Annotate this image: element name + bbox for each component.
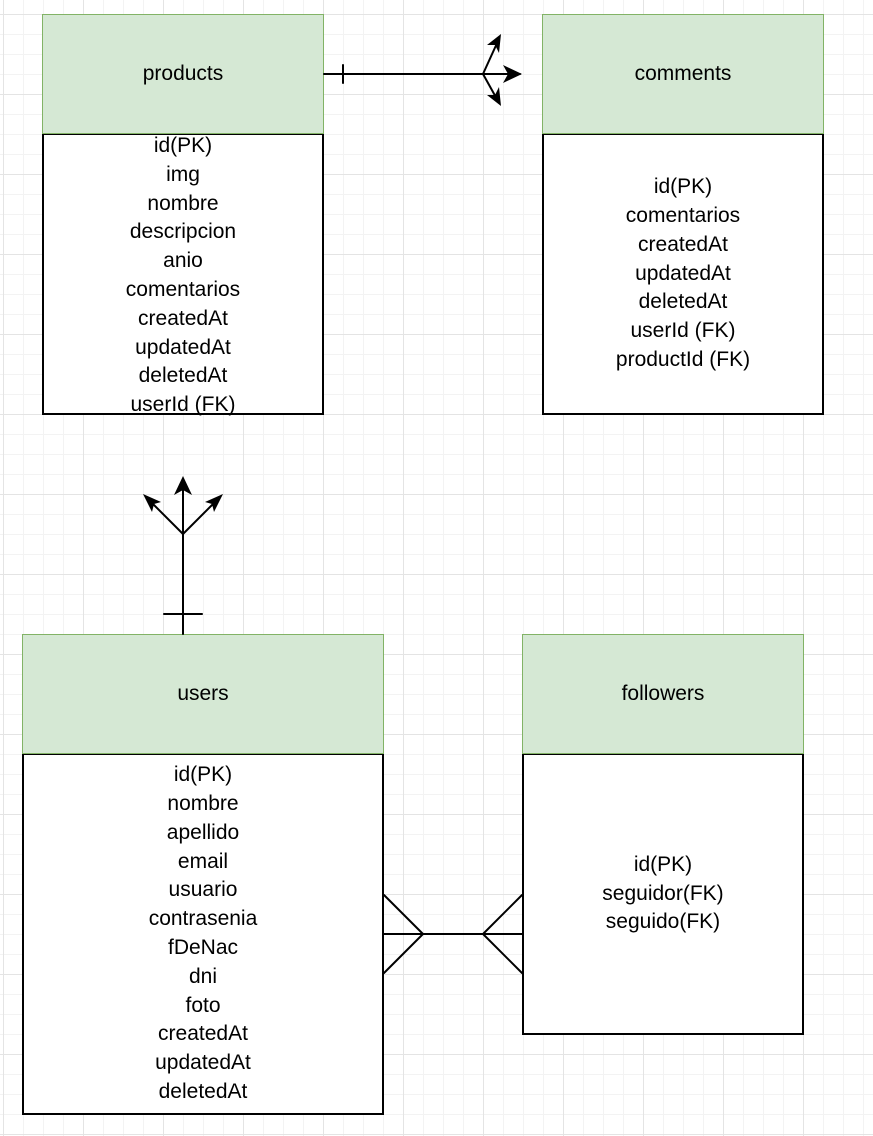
entity-users[interactable]: users id(PK) nombre apellido email usuar… [22,634,384,1115]
field: dni [188,964,218,988]
relationship-users-followers[interactable] [383,894,523,974]
field: createdAt [638,232,728,256]
field: updatedAt [635,261,731,285]
entity-comments-title: comments [634,62,732,85]
field: id(PK) [173,763,233,787]
field: usuario [168,878,238,902]
entity-followers-title: followers [621,682,705,705]
field: nombre [167,792,239,816]
field: deletedAt [158,1079,248,1103]
field: id(PK) [633,852,693,876]
field: seguidor(FK) [602,881,724,905]
entity-products-title: products [142,62,224,85]
field: updatedAt [135,335,231,359]
field: userId (FK) [130,393,236,417]
crowfoot-prong-left [147,498,184,535]
field: descripcion [129,220,237,244]
entity-comments[interactable]: comments id(PK) comentarios createdAt up… [542,14,824,415]
relationship-products-comments[interactable] [323,40,521,102]
field: createdAt [158,1022,248,1046]
entity-products[interactable]: products id(PK) img nombre descripcion a… [42,14,324,416]
field: email [177,849,229,873]
field: id(PK) [653,175,713,199]
entity-followers-header: followers [522,634,804,754]
field: comentarios [125,277,241,301]
crowfoot-prong-top [482,40,499,75]
entity-followers-fields: id(PK) seguidor(FK) seguido(FK) [522,754,804,1035]
crowfoot-followers-side [482,894,523,974]
entity-followers[interactable]: followers id(PK) seguidor(FK) seguido(FK… [522,634,804,1035]
crowfoot-users-side [383,894,424,974]
field: fDeNac [167,936,239,959]
field: nombre [147,191,219,215]
crowfoot-prong-bottom [482,73,499,102]
field: apellido [166,820,240,844]
field: userId (FK) [630,319,736,343]
field: createdAt [138,306,228,330]
field: comentarios [625,204,741,227]
entity-comments-header: comments [542,14,824,134]
entity-comments-fields: id(PK) comentarios createdAt updatedAt d… [542,134,824,415]
field: deletedAt [638,290,728,314]
entity-users-fields: id(PK) nombre apellido email usuario con… [22,754,384,1115]
field: seguido(FK) [605,910,721,934]
field: updatedAt [155,1051,251,1075]
field: anio [163,249,203,273]
crowfoot-prong-right [182,498,219,535]
field: id(PK) [153,134,213,157]
arrowhead-comments-bottom [487,87,501,106]
relationship-users-products[interactable] [147,481,219,635]
entity-users-title: users [177,682,229,705]
entity-products-header: products [42,14,324,134]
field: foto [185,993,221,1017]
field: contrasenia [148,907,258,931]
field: productId (FK) [615,347,751,371]
field: img [166,162,200,186]
field: deletedAt [138,364,228,388]
entity-users-header: users [22,634,384,754]
entity-products-fields: id(PK) img nombre descripcion anio comen… [42,134,324,416]
